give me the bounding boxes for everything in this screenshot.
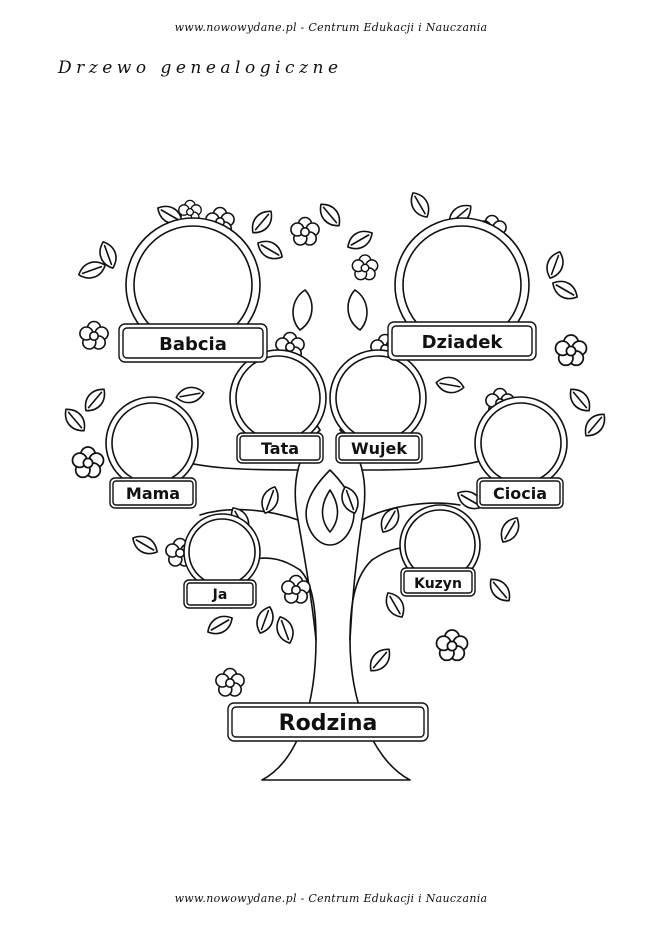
leaf-icon [292,289,368,546]
label-tata: Tata [236,432,324,464]
label-babcia-text: Babcia [159,334,227,355]
label-mama: Mama [109,477,197,509]
flower-icon [290,216,320,246]
tree-trunk-icon [249,546,421,781]
site-footer: www.nowowydane.pl - Centrum Edukacji i N… [174,892,488,905]
label-dziadek: Dziadek [387,321,537,361]
flower-icon [554,334,588,367]
photo-frame-ja [183,513,261,591]
label-tata-text: Tata [261,439,299,458]
label-wujek-text: Wujek [351,439,407,458]
photo-frame-wujek [329,349,427,447]
label-rodzina: Rodzina [227,702,429,742]
label-rodzina-text: Rodzina [279,711,378,736]
label-kuzyn: Kuzyn [400,567,476,597]
label-ja: Ja [183,579,257,609]
photo-frame-tata [229,349,327,447]
label-ja-text: Ja [212,587,228,603]
flower-icon [351,254,379,281]
label-ciocia: Ciocia [476,477,564,509]
label-ciocia-text: Ciocia [493,484,547,503]
label-wujek: Wujek [335,432,423,464]
flower-icon [435,629,469,662]
photo-frame-kuzyn [399,504,481,586]
flower-icon [79,320,109,350]
photo-frames [105,217,568,591]
label-dziadek-text: Dziadek [422,332,504,353]
flower-icon [71,446,105,479]
label-mama-text: Mama [126,484,180,503]
photo-frame-ciocia [474,396,568,490]
photo-frame-mama [105,396,199,490]
label-babcia: Babcia [118,323,268,363]
label-kuzyn-text: Kuzyn [414,576,462,592]
flower-icon [215,667,245,697]
site-header: www.nowowydane.pl - Centrum Edukacji i N… [174,21,488,34]
worksheet-title: Drzewo genealogiczne [58,58,343,78]
